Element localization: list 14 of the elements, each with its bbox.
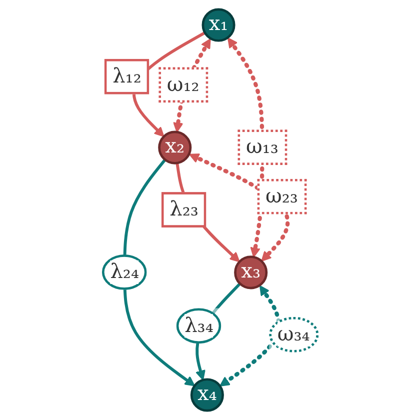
node-circle: x₄: [190, 378, 224, 412]
arrow: [220, 285, 281, 387]
node-circle: x₁: [202, 8, 236, 42]
node-circle: x₂: [158, 130, 192, 164]
edge-label: λ₁₂: [112, 64, 142, 88]
arrow: [132, 31, 206, 138]
edge-label: ω₁₂: [166, 73, 200, 97]
edge-label: ω₁₃: [246, 136, 278, 160]
edge-label: ω₂₃: [265, 184, 298, 208]
edge-label: ω₃₄: [277, 322, 310, 346]
edge-label: λ₂₄: [110, 260, 140, 284]
node-circle: x₃: [234, 256, 268, 290]
edge-label: λ₃₄: [184, 314, 214, 338]
edge-label: λ₂₃: [170, 198, 198, 222]
